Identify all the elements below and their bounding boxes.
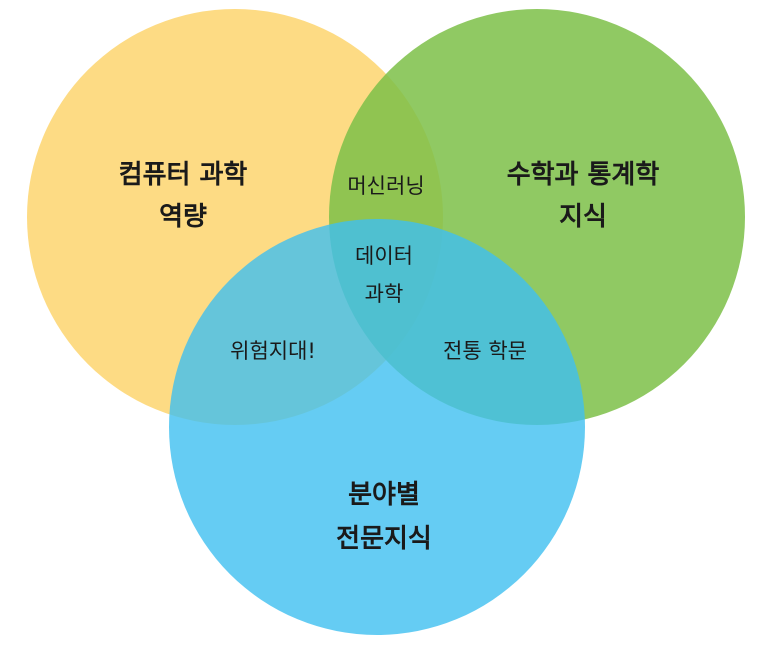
center-data-science-line1: 데이터 xyxy=(355,244,413,268)
cs-label-line1: 컴퓨터 과학 xyxy=(119,160,248,190)
domain-label-line1: 분야별 xyxy=(348,480,420,510)
circle-domain-expertise xyxy=(169,219,585,635)
cs-label-line2: 역량 xyxy=(159,202,207,232)
math-label-line2: 지식 xyxy=(559,202,607,232)
overlap-machine-learning: 머신러닝 xyxy=(347,174,424,198)
domain-label-line2: 전문지식 xyxy=(336,524,432,554)
center-data-science-line2: 과학 xyxy=(365,282,404,306)
math-label-line1: 수학과 통계학 xyxy=(507,160,660,190)
overlap-traditional-research: 전통 학문 xyxy=(443,339,527,363)
overlap-danger-zone: 위험지대! xyxy=(230,339,316,363)
